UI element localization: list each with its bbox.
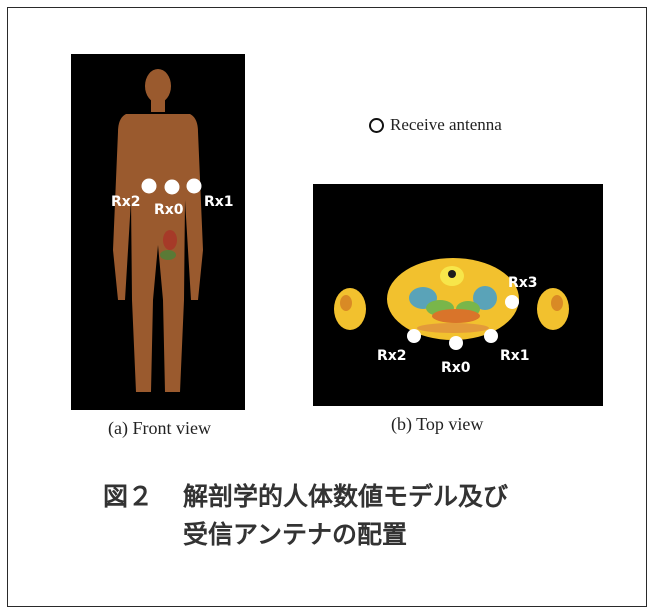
organ-green — [160, 250, 176, 260]
top-label-rx0: Rx0 — [441, 360, 471, 376]
figure-title: 図２解剖学的人体数値モデル及び 受信アンテナの配置 — [103, 478, 508, 554]
top-label-rx2: Rx2 — [377, 348, 407, 364]
top-label-rx1: Rx1 — [500, 348, 530, 364]
right-arm-section — [537, 288, 569, 330]
front-antenna-rx0 — [165, 180, 180, 195]
front-label-rx1: Rx1 — [204, 194, 234, 210]
front-antenna-rx2 — [142, 179, 157, 194]
left-arm-bone — [340, 295, 352, 311]
top-view-caption: (b) Top view — [391, 414, 483, 435]
body-silhouette — [113, 69, 203, 392]
right-arm-bone — [551, 295, 563, 311]
abdominal-wall — [417, 323, 489, 333]
front-view-caption: (a) Front view — [108, 418, 211, 439]
legend-label: Receive antenna — [390, 115, 502, 135]
top-antenna-rx3 — [505, 295, 519, 309]
top-label-rx3: Rx3 — [508, 275, 538, 291]
left-arm-section — [334, 288, 366, 330]
figure-title-line2: 受信アンテナの配置 — [103, 516, 508, 554]
front-antenna-rx1 — [187, 179, 202, 194]
organ-orange — [432, 309, 480, 323]
top-antenna-rx0 — [449, 336, 463, 350]
top-antenna-rx1 — [484, 329, 498, 343]
figure-number: 図２ — [103, 478, 183, 516]
front-label-rx0: Rx0 — [154, 202, 184, 218]
top-antenna-rx2 — [407, 329, 421, 343]
spinal-canal — [448, 270, 456, 278]
organ-red — [163, 230, 177, 250]
figure-title-line1: 解剖学的人体数値モデル及び — [183, 482, 508, 511]
antenna-marker-icon — [369, 118, 384, 133]
front-label-rx2: Rx2 — [111, 194, 141, 210]
legend: Receive antenna — [369, 114, 502, 136]
